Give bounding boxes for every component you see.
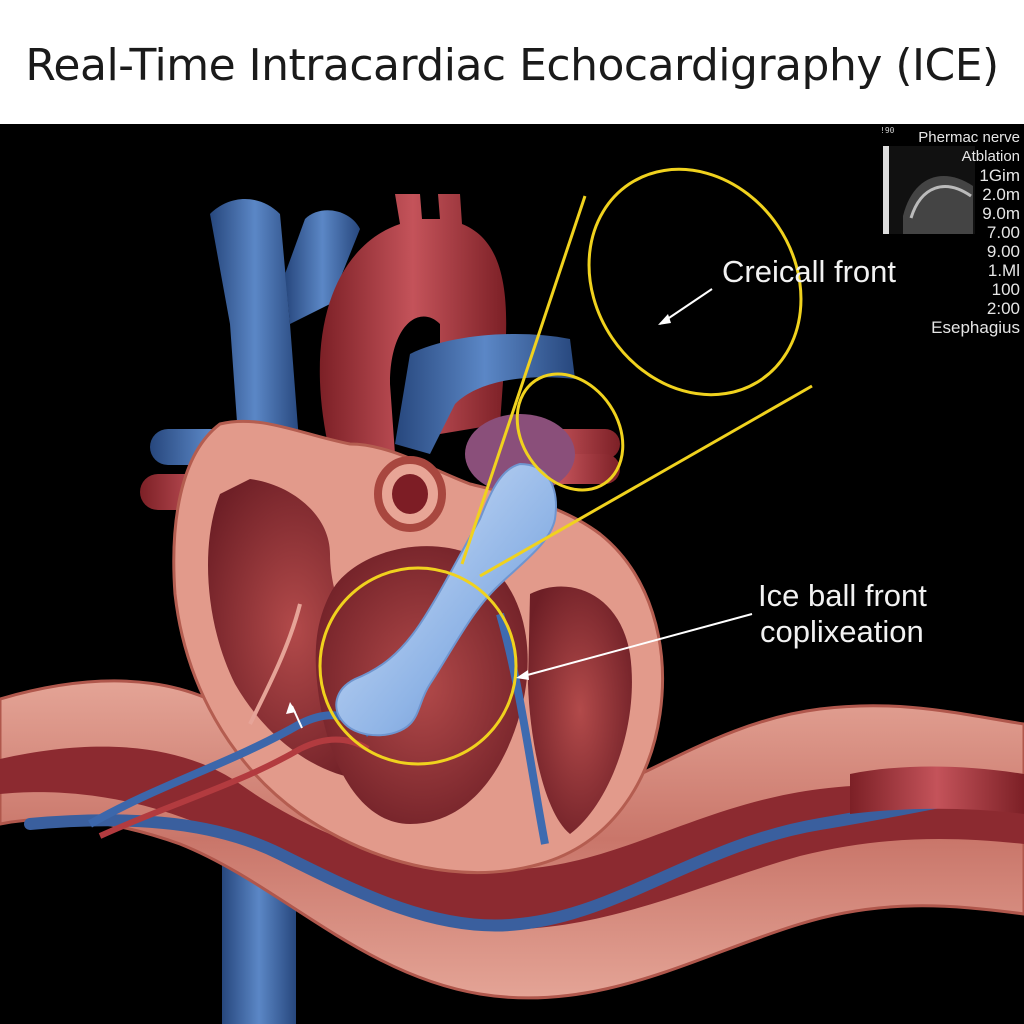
- inset-tick-label: !90: [880, 126, 895, 135]
- small-arrowhead: [286, 702, 296, 714]
- inset-line: Esephagius: [931, 318, 1020, 337]
- ice-front-label-line1: Ice ball front: [758, 578, 927, 613]
- cryo-cone-edge-lower: [479, 384, 813, 578]
- ultrasound-inset-image: [883, 146, 975, 234]
- cryo-cone-mid: [515, 372, 625, 492]
- cryo-front-arrowhead: [658, 314, 671, 325]
- inset-line: 7.00: [986, 223, 1020, 242]
- aortic-valve-lumen: [392, 474, 428, 514]
- esophagus-lumen: [0, 746, 1024, 930]
- ice-front-pointer: [519, 613, 753, 678]
- interventricular-septum: [496, 612, 549, 845]
- inset-line: 1.Ml: [987, 261, 1020, 280]
- catheter-line-red: [98, 736, 370, 839]
- inset-line: 2.0m: [982, 185, 1020, 204]
- inset-line: 1Gim: [979, 166, 1020, 185]
- ultrasound-scan-graphic: [883, 146, 973, 234]
- brachiocephalic-vein: [285, 210, 360, 324]
- illustration-panel: Creicall front Ice ball front coplixeati…: [0, 124, 1024, 1024]
- esophagus-right-artery: [850, 766, 1024, 814]
- inset-line: Phermac nerve: [918, 129, 1020, 146]
- title-bar: Real-Time Intracardiac Echocardigraphy (…: [0, 0, 1024, 124]
- heart-illustration: [0, 167, 1024, 1024]
- inset-line: Atblation: [961, 148, 1020, 165]
- inset-line: 2:00: [986, 299, 1020, 318]
- ice-front-label-line2: coplixeation: [760, 614, 924, 649]
- cryo-cone-edge-upper: [460, 195, 587, 565]
- right-ventricle: [528, 586, 632, 834]
- ice-balloon-catheter: [335, 462, 557, 737]
- page-title: Real-Time Intracardiac Echocardigraphy (…: [25, 40, 999, 91]
- ultrasound-inset-legend: Phermac nerve Atblation 1Gim 2.0m 9.0m 7…: [890, 128, 1020, 337]
- cryo-cone-top: [587, 167, 803, 397]
- inset-line: 9.00: [986, 242, 1020, 261]
- cryo-front-label: Creicall front: [722, 254, 896, 289]
- esophagus-vein: [24, 788, 986, 932]
- inset-line: 100: [991, 280, 1020, 299]
- inset-line: 9.0m: [982, 204, 1020, 223]
- ice-front-arrowhead: [516, 670, 529, 680]
- ice-ball-circle: [318, 566, 518, 766]
- superior-vena-cava: [210, 199, 300, 464]
- nerve-branch: [248, 603, 302, 725]
